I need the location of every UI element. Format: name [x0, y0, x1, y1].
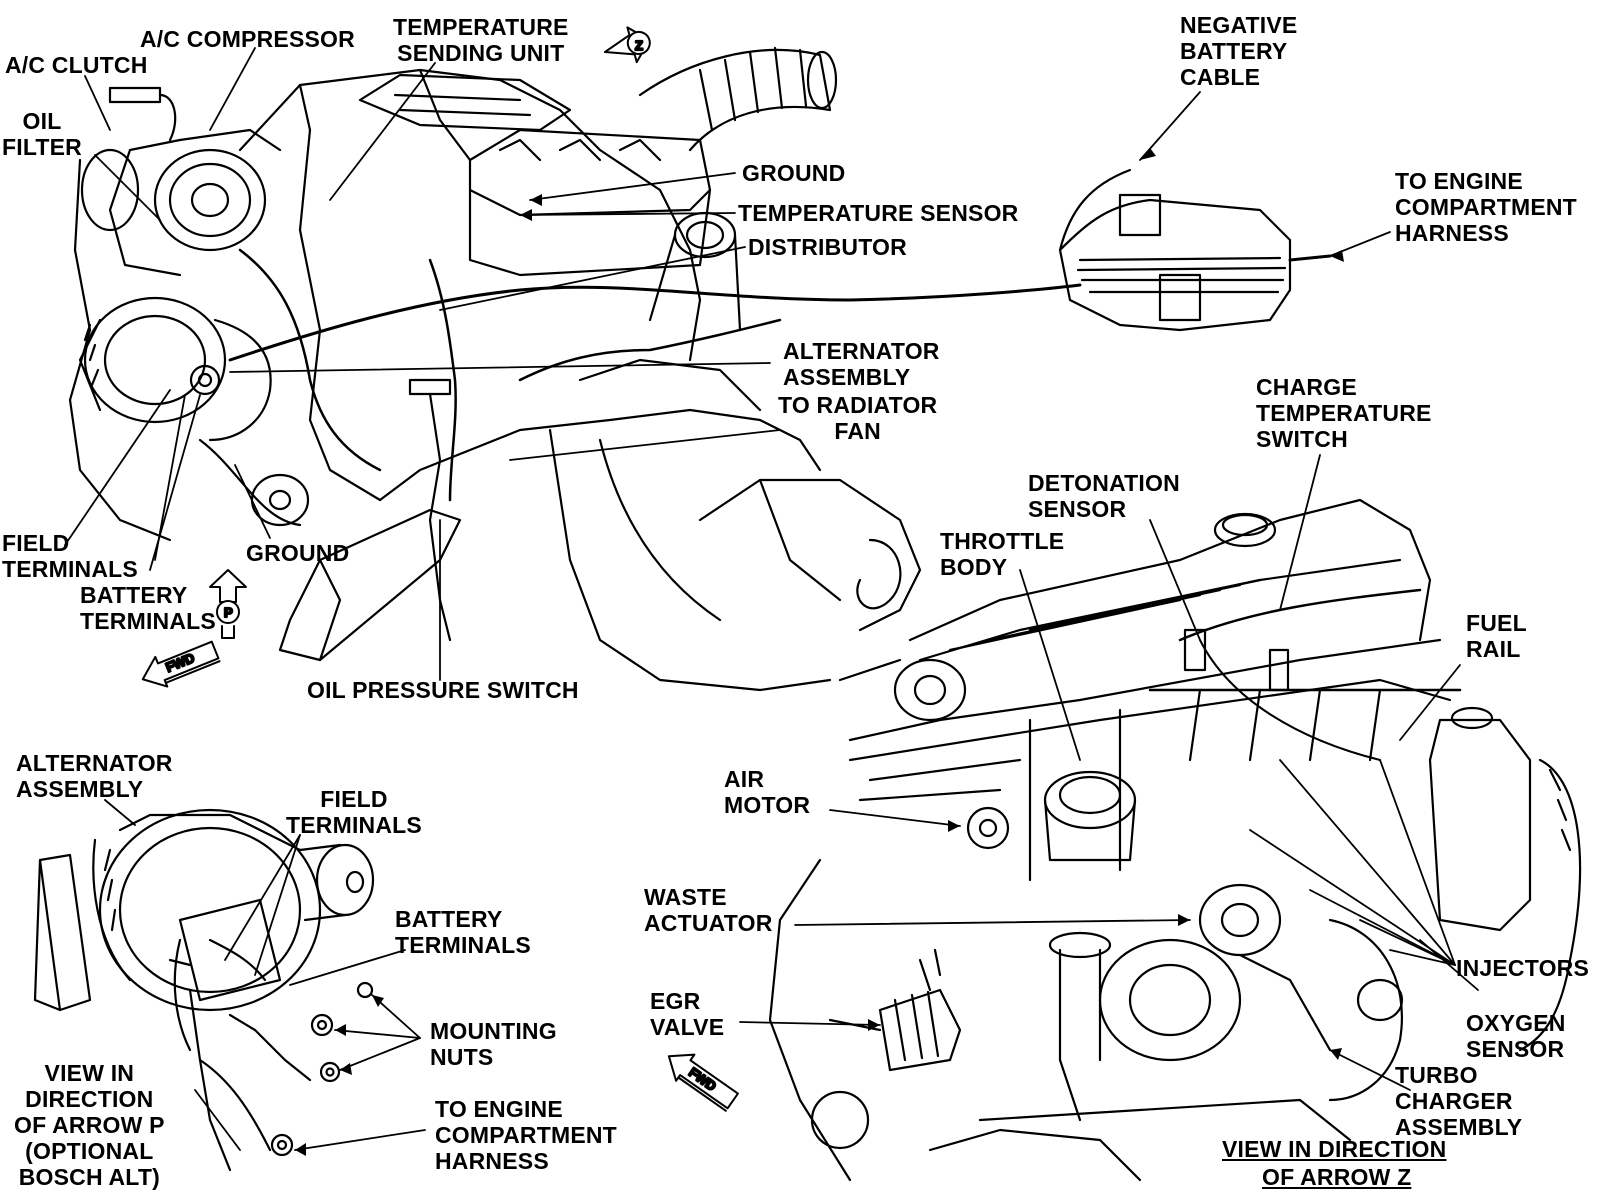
label-air-motor: AIR MOTOR — [724, 766, 811, 818]
label-view-arrow-z-line2: OF ARROW Z — [1262, 1164, 1412, 1190]
arrow-z-letter: Z — [635, 38, 643, 53]
label-temperature-sensor: TEMPERATURE SENSOR — [738, 200, 1019, 226]
label-view-arrow-p: VIEW IN DIRECTION OF ARROW P (OPTIONAL B… — [14, 1060, 165, 1190]
label-distributor: DISTRIBUTOR — [748, 234, 907, 260]
label-to-radiator-fan: TO RADIATOR FAN — [778, 392, 938, 444]
bosch-alternator-drawing — [33, 808, 375, 1172]
view-z-engine-drawing — [768, 498, 1582, 1182]
label-charge-temperature-switch: CHARGE TEMPERATURE SWITCH — [1256, 374, 1432, 452]
leader-arrowheads — [295, 148, 1344, 1156]
label-ground-mid: GROUND — [246, 540, 350, 566]
label-ac-compressor: A/C COMPRESSOR — [140, 26, 355, 52]
label-egr-valve: EGR VALVE — [650, 988, 725, 1040]
label-detonation-sensor: DETONATION SENSOR — [1028, 470, 1180, 522]
top-engine-drawing — [68, 46, 1082, 692]
arrow-z-marker — [604, 26, 651, 64]
arrow-p-marker — [209, 569, 247, 639]
label-mounting-nuts: MOUNTING NUTS — [430, 1018, 557, 1070]
label-view-arrow-z-line1: VIEW IN DIRECTION — [1222, 1136, 1447, 1162]
label-oil-filter: OIL FILTER — [2, 108, 82, 160]
label-alternator-assembly-top: ALTERNATOR ASSEMBLY — [783, 338, 940, 390]
label-ground-top: GROUND — [742, 160, 846, 186]
label-ac-clutch: A/C CLUTCH — [5, 52, 148, 78]
label-waste-actuator: WASTE ACTUATOR — [644, 884, 773, 936]
label-to-engine-harness-top: TO ENGINE COMPARTMENT HARNESS — [1395, 168, 1577, 246]
label-to-engine-harness-bottom: TO ENGINE COMPARTMENT HARNESS — [435, 1096, 617, 1174]
label-injectors: INJECTORS — [1456, 955, 1590, 981]
label-throttle-body: THROTTLE BODY — [940, 528, 1065, 580]
label-field-terminals-bottom: FIELD TERMINALS — [286, 786, 422, 838]
label-temperature-sending-unit: TEMPERATURE SENDING UNIT — [393, 14, 569, 66]
leader-lines — [64, 47, 1479, 1151]
label-battery-terminals-top: BATTERY TERMINALS — [80, 582, 216, 634]
fwd-arrow-bottom — [667, 1053, 739, 1112]
label-turbo-charger-assembly: TURBO CHARGER ASSEMBLY — [1395, 1062, 1523, 1140]
label-alternator-assembly-bottom: ALTERNATOR ASSEMBLY — [16, 750, 173, 802]
label-battery-terminals-bottom: BATTERY TERMINALS — [395, 906, 531, 958]
fwd-arrow-top — [141, 640, 221, 688]
label-field-terminals-top: FIELD TERMINALS — [2, 530, 138, 582]
label-negative-battery-cable: NEGATIVE BATTERY CABLE — [1180, 12, 1298, 90]
label-oxygen-sensor: OXYGEN SENSOR — [1466, 1010, 1566, 1062]
arrow-p-letter: P — [224, 605, 233, 620]
label-oil-pressure-switch: OIL PRESSURE SWITCH — [307, 677, 579, 703]
harness-connector-drawing — [1058, 168, 1332, 332]
label-fuel-rail: FUEL RAIL — [1466, 610, 1527, 662]
